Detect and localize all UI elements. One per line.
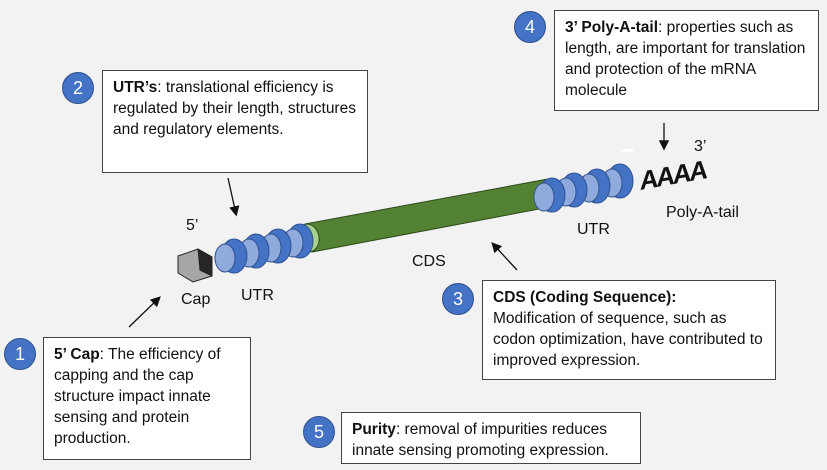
utr-right-label: UTR xyxy=(577,221,610,238)
cds-label: CDS xyxy=(412,253,446,270)
callout-2-text: : translational efficiency is regulated … xyxy=(113,79,356,138)
callout-purity: Purity: removal of impurities reduces in… xyxy=(341,412,641,464)
badge-1: 1 xyxy=(4,338,36,370)
callout-1-text: : The efficiency of capping and the cap … xyxy=(54,346,221,447)
right-utr-discs xyxy=(533,163,634,213)
callout-2-title: UTR’s xyxy=(113,79,158,96)
badge-4: 4 xyxy=(514,11,546,43)
callout-poly-a-tail: 3’ Poly-A-tail: properties such as lengt… xyxy=(554,10,819,111)
cap-label: Cap xyxy=(181,291,211,308)
callout-4-text: : properties such as length, are importa… xyxy=(565,19,806,99)
cds-cylinder xyxy=(296,178,556,253)
left-utr-discs xyxy=(214,223,314,274)
five-prime-label: 5’ xyxy=(186,217,199,234)
white-dash xyxy=(621,149,633,152)
polya-label: Poly-A-tail xyxy=(666,204,739,221)
utr-left-label: UTR xyxy=(241,287,274,304)
callout-1-title: 5’ Cap xyxy=(54,346,100,363)
callout-4-title: 3’ Poly-A-tail xyxy=(565,19,659,36)
callout-3-title: CDS (Coding Sequence): xyxy=(493,289,677,306)
callout-5-prime-cap: 5’ Cap: The efficiency of capping and th… xyxy=(43,337,251,460)
cap-cube xyxy=(177,248,213,283)
callout-5-title: Purity xyxy=(352,421,396,438)
callout-3-text: Modification of sequence, such as codon … xyxy=(493,310,763,369)
badge-3: 3 xyxy=(442,283,474,315)
arrow-utr xyxy=(227,177,240,217)
callout-5-text: : removal of impurities reduces innate s… xyxy=(352,421,609,459)
callout-utrs: UTR’s: translational efficiency is regul… xyxy=(102,70,368,173)
three-prime-label: 3’ xyxy=(694,138,707,155)
badge-5: 5 xyxy=(303,416,335,448)
callout-cds: CDS (Coding Sequence): Modification of s… xyxy=(482,280,776,380)
arrow-cap xyxy=(128,296,161,328)
badge-2: 2 xyxy=(62,72,94,104)
arrow-cds xyxy=(491,242,518,271)
